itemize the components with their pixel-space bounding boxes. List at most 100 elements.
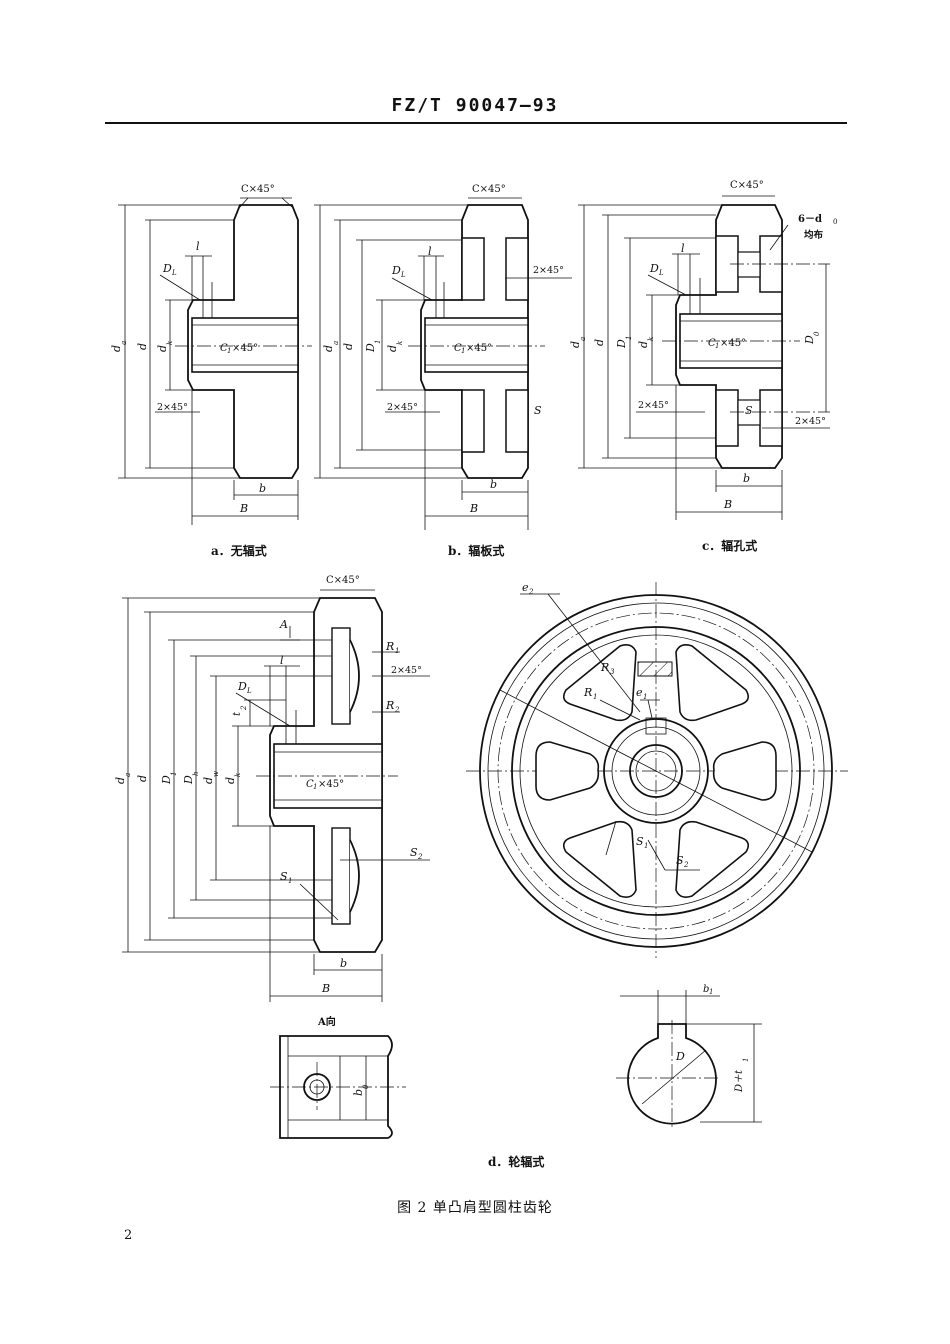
svg-text:D: D <box>391 264 401 277</box>
svg-text:1: 1 <box>709 988 713 996</box>
svg-text:S: S <box>745 404 753 417</box>
caption-c: c．辐孔式 <box>702 539 758 553</box>
fig-a-d: d <box>136 343 149 350</box>
svg-text:0: 0 <box>833 218 837 226</box>
svg-text:b: b <box>352 1089 365 1096</box>
svg-text:1: 1 <box>395 647 399 655</box>
svg-text:1: 1 <box>643 693 647 701</box>
svg-text:D: D <box>615 339 628 349</box>
svg-text:2×45°: 2×45° <box>391 665 422 676</box>
svg-text:D: D <box>160 775 173 785</box>
svg-text:k: k <box>396 341 404 345</box>
svg-text:e: e <box>522 581 529 594</box>
svg-text:l: l <box>280 654 284 667</box>
fig-a-DL: D <box>162 262 172 275</box>
svg-text:L: L <box>246 687 252 695</box>
svg-text:R: R <box>385 640 394 653</box>
svg-text:0: 0 <box>813 331 821 336</box>
svg-text:d: d <box>386 345 399 352</box>
svg-text:d: d <box>136 775 149 782</box>
fig-a-b: b <box>259 482 266 495</box>
svg-text:2×45°: 2×45° <box>795 416 826 427</box>
svg-text:a: a <box>124 773 132 777</box>
svg-text:D: D <box>675 1050 685 1063</box>
svg-text:L: L <box>658 269 664 277</box>
svg-text:2×45°: 2×45° <box>533 265 564 276</box>
svg-text:1: 1 <box>374 340 382 344</box>
svg-text:2: 2 <box>683 861 689 869</box>
svg-text:d: d <box>114 777 127 784</box>
fig-a-da: d <box>110 345 123 352</box>
figure-c-labels: C×45° 6－d 0 均布 d a d D 1 d k D 0 l D L C… <box>569 180 837 511</box>
svg-text:B: B <box>469 502 478 515</box>
svg-text:k: k <box>234 773 242 777</box>
svg-text:R: R <box>385 699 394 712</box>
svg-text:S: S <box>410 846 418 859</box>
svg-text:2×45°: 2×45° <box>387 402 418 413</box>
svg-text:C×45°: C×45° <box>326 575 360 586</box>
svg-text:D: D <box>649 262 659 275</box>
figure-a-labels: C×45° d a d d k l D L C 1 ×45° 2×45° b B <box>110 184 275 515</box>
svg-text:C: C <box>454 343 462 354</box>
figure-d-keyway <box>616 990 762 1130</box>
svg-text:1: 1 <box>313 783 317 791</box>
svg-text:3: 3 <box>610 668 615 676</box>
figure-d-front-view <box>466 582 848 958</box>
svg-text:a: a <box>332 341 340 345</box>
svg-text:b: b <box>743 472 750 485</box>
svg-text:1: 1 <box>625 336 633 340</box>
fig-a-B: B <box>239 502 248 515</box>
caption-d: d．轮辐式 <box>488 1155 545 1169</box>
figure-d-keyway-labels: b 1 D D＋t 1 <box>675 984 750 1093</box>
svg-text:2: 2 <box>528 588 534 596</box>
svg-text:D: D <box>803 335 816 345</box>
svg-text:×45°: ×45° <box>466 343 492 354</box>
svg-text:C×45°: C×45° <box>730 180 764 191</box>
svg-text:l: l <box>681 242 685 255</box>
svg-text:1: 1 <box>715 342 719 350</box>
svg-text:1: 1 <box>593 693 597 701</box>
fig-d-A: A <box>279 618 288 631</box>
svg-text:d: d <box>593 339 606 346</box>
page-number: 2 <box>124 1228 133 1243</box>
svg-text:×45°: ×45° <box>318 779 344 790</box>
view-a-title: A向 <box>317 1015 336 1028</box>
document-code: FZ/T 90047—93 <box>391 95 559 116</box>
figure-d-labels: C×45° A R 1 2×45° R 2 l t 2 D L d a d D … <box>114 575 423 995</box>
svg-text:B: B <box>321 982 330 995</box>
figure-a-section <box>118 197 312 525</box>
svg-text:S: S <box>534 404 542 417</box>
fig-a-chamfer: C×45° <box>241 184 275 195</box>
figure-c-section <box>578 195 830 520</box>
header-rule <box>105 122 847 124</box>
svg-text:D: D <box>237 680 247 693</box>
fig-a-dk: d <box>156 345 169 352</box>
svg-text:均布: 均布 <box>804 229 824 241</box>
svg-text:k: k <box>647 337 655 341</box>
svg-text:e: e <box>636 686 643 699</box>
svg-text:1: 1 <box>288 877 292 885</box>
svg-text:d: d <box>637 341 650 348</box>
fig-c-holes: 6－d <box>798 214 822 225</box>
svg-text:S: S <box>636 835 644 848</box>
svg-text:2: 2 <box>394 706 400 714</box>
svg-text:d: d <box>569 341 582 348</box>
figure-d-section <box>122 589 430 1002</box>
svg-text:d: d <box>322 345 335 352</box>
svg-text:b: b <box>490 478 497 491</box>
svg-text:×45°: ×45° <box>232 343 258 354</box>
figure-d-view-a-labels: A向 b 0 <box>317 1015 370 1096</box>
svg-text:1: 1 <box>170 772 178 776</box>
svg-text:t: t <box>232 711 243 716</box>
svg-text:D: D <box>364 343 377 353</box>
svg-text:a: a <box>120 341 128 345</box>
svg-text:D: D <box>182 775 195 785</box>
fig-a-c1: C <box>220 343 228 354</box>
svg-text:C: C <box>708 338 716 349</box>
svg-text:L: L <box>171 269 177 277</box>
svg-text:1: 1 <box>227 347 231 355</box>
svg-text:2: 2 <box>417 853 423 861</box>
svg-text:B: B <box>723 498 732 511</box>
svg-text:h: h <box>192 771 200 776</box>
